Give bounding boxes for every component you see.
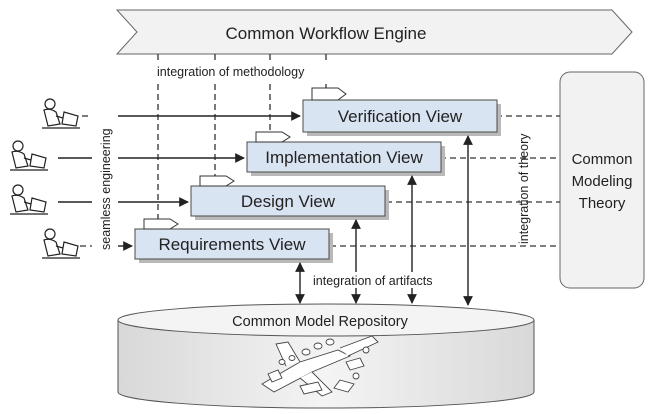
engineer-icon bbox=[10, 184, 48, 215]
requirements-view: Requirements View bbox=[134, 218, 333, 263]
arrow-tab-icon bbox=[311, 87, 347, 101]
repository-label: Common Model Repository bbox=[232, 314, 408, 330]
design-view-label: Design View bbox=[241, 192, 336, 211]
seamless-annotation: seamless engineering bbox=[99, 128, 113, 250]
arrow-tab-icon bbox=[255, 131, 291, 143]
theory-annotation: integration of theory bbox=[517, 133, 531, 244]
arrow-tab-icon bbox=[199, 175, 235, 187]
workflow-engine: Common Workflow Engine bbox=[115, 9, 633, 55]
verification-view: Verification View bbox=[302, 87, 501, 136]
requirements-view-label: Requirements View bbox=[158, 235, 306, 254]
engineer-connectors bbox=[58, 111, 301, 251]
modeling-theory: Common Modeling Theory bbox=[559, 71, 645, 289]
implementation-view-label: Implementation View bbox=[265, 148, 423, 167]
theory-label-line3: Theory bbox=[579, 195, 626, 212]
design-view: Design View bbox=[190, 175, 389, 220]
theory-label-line1: Common bbox=[572, 151, 633, 168]
theory-label-line2: Modeling bbox=[572, 173, 633, 190]
theory-connectors bbox=[330, 115, 560, 247]
workflow-engine-label: Common Workflow Engine bbox=[226, 24, 427, 43]
engineer-icon bbox=[42, 98, 80, 129]
engineer-icon bbox=[42, 228, 80, 259]
model-repository: Common Model Repository bbox=[117, 303, 535, 409]
methodology-annotation: integration of methodology bbox=[157, 65, 305, 79]
engineer-icon bbox=[10, 140, 48, 171]
arrow-tab-icon bbox=[143, 218, 179, 230]
verification-view-label: Verification View bbox=[338, 107, 463, 126]
exploded-aircraft-icon bbox=[261, 335, 379, 397]
implementation-view: Implementation View bbox=[246, 131, 445, 176]
artifacts-annotation: integration of artifacts bbox=[313, 274, 433, 288]
